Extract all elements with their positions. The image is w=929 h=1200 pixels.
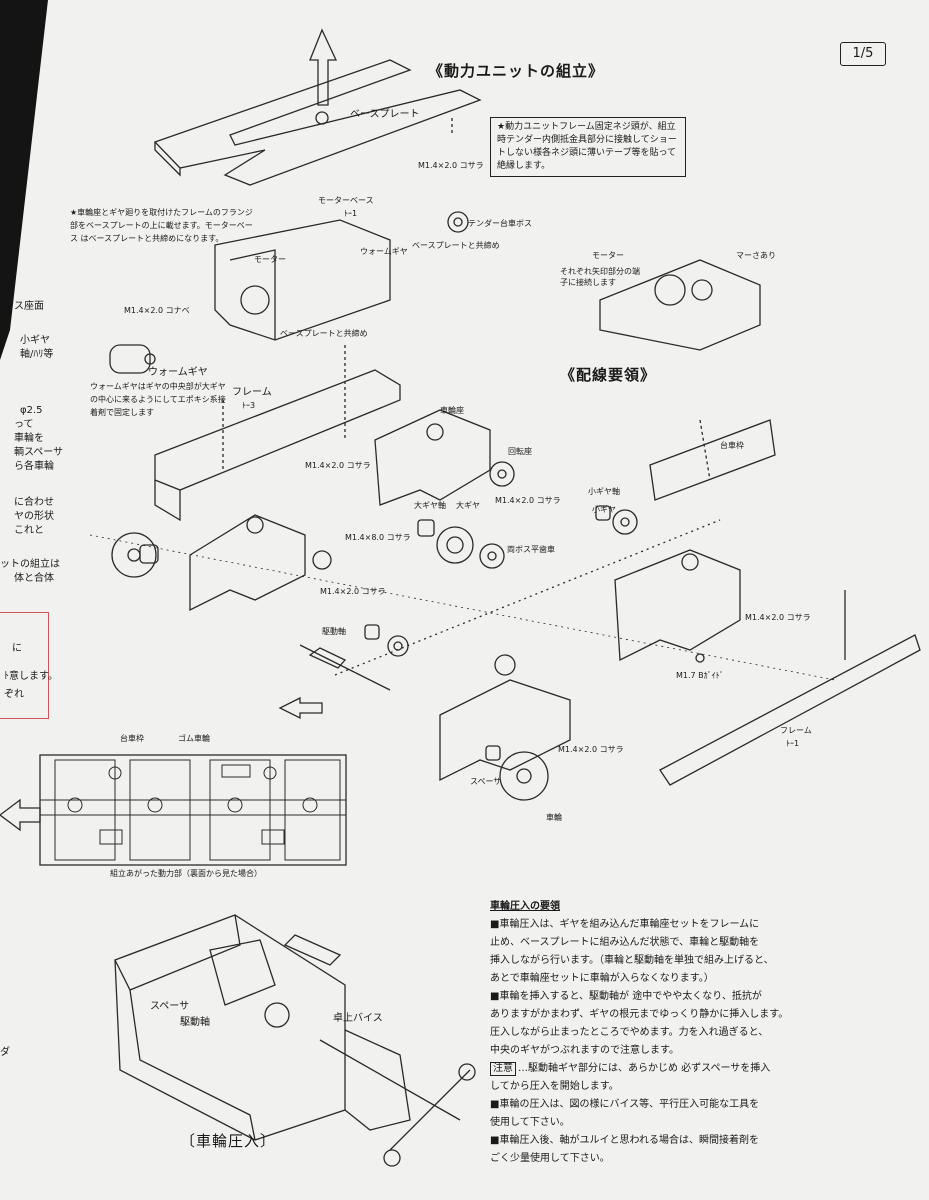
procedure-block: 車輪圧入の要領 ■車輪圧入は、ギヤを組み込んだ車輪座セットをフレームに 止め、ベ… xyxy=(490,898,820,1168)
procedure-line-caution: 注意…駆動軸ギヤ部分には、あらかじめ 必ずスペーサを挿入 xyxy=(490,1060,820,1078)
view-caption: 組立あがった動力部（裏面から見た場合） xyxy=(110,869,262,878)
procedure-line: 圧入しながら止まったところでやめます。力を入れ過ぎると、 xyxy=(490,1027,769,1038)
label-screw-right: M1.4×2.0 コサラ xyxy=(745,613,811,622)
label-base-plate-joint-2: ベースプレートと共締め xyxy=(412,241,500,250)
label-base-plate-joint: ベースプレートと共締め xyxy=(280,329,368,338)
margin-fragment: ットの組立は xyxy=(0,559,60,570)
label-wheel: 車輪 xyxy=(546,813,562,822)
caution-badge: 注意 xyxy=(490,1062,516,1076)
label-motor: モーター xyxy=(254,255,286,264)
margin-note-box xyxy=(0,612,49,719)
worm-note: ウォームギヤはギヤの中央部が大ギヤの中心に来るようにしてエポキシ系接着剤で固定し… xyxy=(90,382,226,417)
label-motor-around: マーさあり xyxy=(736,251,776,260)
label-motor-base-part: ﾄｰ1 xyxy=(344,209,358,218)
label-worm-gear-top: ウォームギヤ xyxy=(360,247,408,256)
margin-fragment: ﾄ意します。 xyxy=(4,671,58,682)
label-big-gear-shaft: 大ギヤ軸 xyxy=(414,501,446,510)
procedure-line: 使用して下さい。 xyxy=(490,1117,570,1128)
margin-fragment: ダ xyxy=(0,1047,10,1058)
label-motor-wiring: モーター xyxy=(592,251,624,260)
label-wheel-seat: 車輪座 xyxy=(440,406,464,415)
procedure-line: 止め、ベースプレートに組み込んだ状態で、車輪と駆動軸を xyxy=(490,937,760,948)
procedure-line: ■車輪圧入後、軸がユルイと思われる場合は、瞬間接着剤を xyxy=(490,1135,759,1146)
label-spacer-seat: 回転座 xyxy=(508,447,532,456)
label-screw-gear: M1.4×2.0 コサラ xyxy=(495,496,561,505)
procedure-line: 挿入しながら行います。（車輪と駆動軸を単独で組み上げると、 xyxy=(490,955,774,966)
label-motor-base: モーターベース xyxy=(318,196,374,205)
wiring-heading: 《配線要領》 xyxy=(560,366,657,384)
margin-fragment: ス座面 xyxy=(14,301,44,312)
margin-fragment: ら各車輪 xyxy=(14,461,54,472)
margin-fragment: 軸/ﾊﾘ等 xyxy=(20,349,54,360)
margin-fragment: 体と合体 xyxy=(14,573,54,584)
procedure-line: 中央のギヤがつぶれますので注意します。 xyxy=(490,1045,679,1056)
procedure-line: ■車輪を挿入すると、駆動軸が 途中でやや太くなり、抵抗が xyxy=(490,991,762,1002)
label-screw-bottom: M1.4×2.0 コサラ xyxy=(558,745,624,754)
label-bogie-frame: 台車枠 xyxy=(120,734,144,743)
label-bogie-frame-top: 台車枠 xyxy=(720,441,744,450)
flange-note: ★車輪座とギヤ廻りを取付けたフレームのフランジ部をベースプレートの上に載せます。… xyxy=(70,208,253,243)
label-frame-b3: フレーム xyxy=(232,387,272,398)
label-double-gear: 両ボス平歯車 xyxy=(507,545,555,554)
procedure-line: ■車輪の圧入は、図の様にバイス等、平行圧入可能な工具を xyxy=(490,1099,760,1110)
margin-fragment: ぞれ xyxy=(4,689,24,700)
margin-fragment: ヤの形状 xyxy=(14,511,54,522)
label-worm-gear: ウォームギヤ xyxy=(148,367,208,378)
label-screw-long: M1.4×8.0 コサラ xyxy=(345,533,411,542)
procedure-line: ごく少量使用して下さい。 xyxy=(490,1153,610,1164)
label-base-plate: ベースプレート xyxy=(350,109,420,120)
label-frame-t1-part: ﾄｰ1 xyxy=(786,739,800,748)
label-rubber-wheel: ゴム車輪 xyxy=(178,734,210,743)
label-small-gear-shaft: 小ギヤ軸 xyxy=(588,487,620,496)
label-tender-boss: テンダー台車ボス xyxy=(468,219,532,228)
label-vise-drive-shaft: 駆動軸 xyxy=(180,1017,210,1028)
label-drive-shaft: 駆動軸 xyxy=(322,627,346,636)
margin-fragment: って xyxy=(14,419,34,430)
procedure-line: ありますがかまわず、ギヤの根元までゆっくり静かに挿入します。 xyxy=(490,1009,789,1020)
procedure-line: ■車輪圧入は、ギヤを組み込んだ車輪座セットをフレームに xyxy=(490,919,760,930)
label-vise-spacer: スペーサ xyxy=(150,1001,190,1012)
wiring-note: それぞれ矢印部分の端子に接続します xyxy=(560,267,640,287)
procedure-line: あとで車輪座セットに車輪が入らなくなります。） xyxy=(490,973,714,984)
procedure-line: してから圧入を開始します。 xyxy=(490,1081,619,1092)
margin-fragment: これと xyxy=(14,525,44,536)
margin-fragment: 小ギヤ xyxy=(20,335,50,346)
label-desk-vise: 卓上バイス xyxy=(333,1013,383,1024)
label-screw-left: M1.4×2.0 コサラ xyxy=(320,587,386,596)
margin-fragment: に合わせ xyxy=(14,497,54,508)
page-number: 1/5 xyxy=(840,42,886,66)
wheel-press-heading: 〔車輪圧入〕 xyxy=(180,1132,277,1150)
margin-fragment: に xyxy=(12,643,22,654)
label-screw-frame: M1.4×2.0 コサラ xyxy=(305,461,371,470)
frame-screw-note: ★動力ユニットフレーム固定ネジ頭が、組立時テンダー内側抵金具部分に接触してショー… xyxy=(490,117,686,177)
label-big-gear: 大ギヤ xyxy=(456,501,480,510)
label-frame-t1: フレーム xyxy=(780,726,812,735)
procedure-heading: 車輪圧入の要領 xyxy=(490,901,560,912)
margin-fragment: φ2.5 xyxy=(20,405,43,416)
label-frame-b3-part: ﾄｰ3 xyxy=(242,401,256,410)
label-small-gear: 小ギヤ xyxy=(592,505,616,514)
label-screw-nabe: M1.4×2.0 コナベ xyxy=(124,306,190,315)
label-spacer: スペーサ xyxy=(470,777,502,786)
margin-fragment: 輌スペーサ xyxy=(14,447,64,458)
label-screw-m17: M1.7 Bｶﾞｲﾄﾞ xyxy=(676,671,724,680)
power-unit-heading: 《動力ユニットの組立》 xyxy=(428,62,605,80)
label-screw-top: M1.4×2.0 コサラ xyxy=(418,161,484,170)
margin-fragment: 車輪を xyxy=(14,433,44,444)
